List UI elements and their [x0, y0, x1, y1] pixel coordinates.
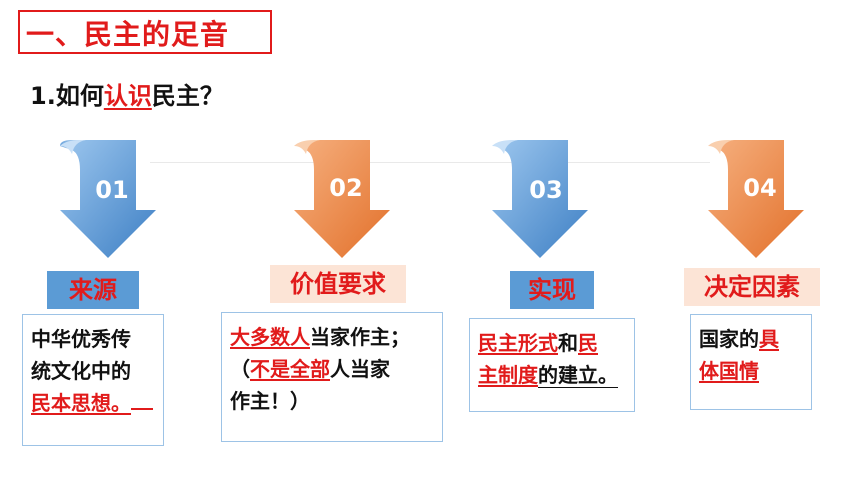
question-heading: 1.如何认识民主？ [30, 76, 224, 111]
arrow-down-icon [60, 140, 156, 258]
section-title-box [18, 10, 272, 54]
highlight-text: 体国情 [699, 359, 759, 383]
highlight-text: 大多数人 [230, 325, 310, 349]
highlight-text: 民 [578, 331, 598, 355]
card-source: 中华优秀传 统文化中的 民本思想。 [22, 314, 164, 446]
step-number-2: 02 [329, 174, 363, 202]
arrow-down-icon [294, 140, 390, 258]
card-realize: 民主形式和民 主制度的建立。 [469, 318, 635, 412]
step-label-factor: 决定因素 [684, 268, 820, 306]
card-text: 主制度的建立。 [478, 363, 618, 388]
card-text: 民本思想。 [31, 387, 155, 419]
card-text: 作主！） [230, 389, 310, 413]
step-label-source: 来源 [47, 271, 139, 309]
highlight-text: 具 [759, 327, 779, 351]
card-value: 大多数人当家作主； （不是全部人当家 作主！） [221, 312, 443, 442]
highlight-text: 民本思想。 [31, 391, 131, 415]
highlight-text: 主制度 [478, 363, 538, 387]
card-text: 民主形式和民 [478, 331, 598, 355]
highlight-text: 民主形式 [478, 331, 558, 355]
card-text: 国家的具 [699, 327, 779, 351]
card-text: 大多数人当家作主； [230, 325, 410, 349]
highlight-text: 不是全部 [250, 357, 330, 381]
step-label-realize: 实现 [510, 271, 594, 309]
step-label-value: 价值要求 [270, 265, 406, 303]
underline-mark [131, 408, 153, 410]
card-factor: 国家的具 体国情 [690, 314, 812, 410]
question-suffix: 民主？ [151, 82, 224, 110]
card-text: 统文化中的 [31, 359, 131, 383]
arrow-down-icon [492, 140, 588, 258]
section-title: 一、民主的足音 [26, 18, 230, 51]
arrow-down-icon [708, 140, 804, 258]
card-text: 中华优秀传 [31, 327, 131, 351]
step-number-4: 04 [743, 174, 777, 202]
card-text: （不是全部人当家 [230, 357, 390, 381]
step-number-1: 01 [95, 176, 129, 204]
question-prefix: 1.如何 [30, 82, 104, 110]
step-number-3: 03 [529, 176, 563, 204]
connector-line [150, 162, 710, 163]
card-text: 体国情 [699, 355, 803, 387]
question-highlight: 认识 [103, 82, 152, 110]
